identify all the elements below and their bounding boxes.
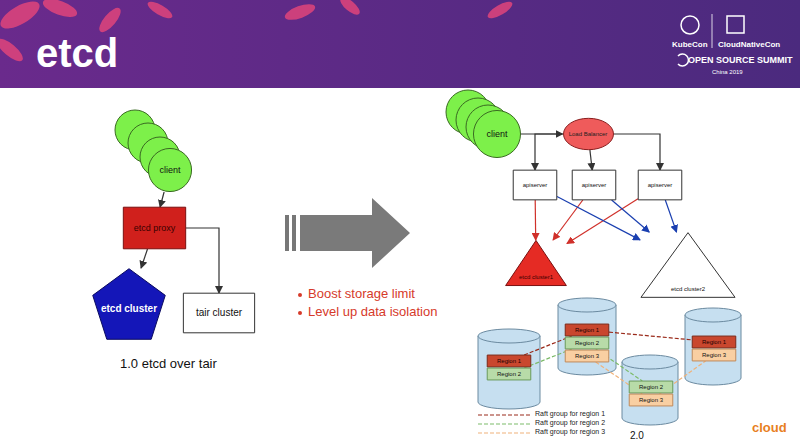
node-text: apiserver bbox=[648, 182, 673, 189]
node-text: Load Balancer bbox=[569, 131, 608, 138]
header-band bbox=[0, 0, 800, 88]
big-arrow bbox=[285, 198, 410, 268]
node-text: Region 1 bbox=[575, 327, 599, 334]
region-box: Region 2 bbox=[629, 381, 673, 393]
region-box: Region 1 bbox=[565, 324, 609, 336]
region-box: Region 3 bbox=[629, 394, 673, 406]
region-box: Region 3 bbox=[565, 350, 609, 362]
region-box: Region 2 bbox=[487, 368, 531, 380]
connector bbox=[612, 200, 650, 232]
apiserver-box: apiserver bbox=[638, 170, 682, 200]
legend-text: Raft group for region 3 bbox=[535, 428, 605, 436]
node-text: Region 3 bbox=[702, 352, 726, 359]
node-text: apiserver bbox=[582, 182, 607, 189]
connector bbox=[609, 332, 692, 340]
slide-title: etcd bbox=[36, 30, 118, 76]
node-text: client bbox=[486, 129, 507, 139]
legend-sample bbox=[478, 414, 530, 415]
connector bbox=[160, 192, 164, 207]
storage-cylinder bbox=[478, 298, 741, 425]
node-text: client bbox=[159, 165, 180, 175]
logo-text: China 2019 bbox=[712, 69, 743, 76]
node-text: etcd proxy bbox=[134, 223, 176, 233]
apiserver-box: apiserver bbox=[572, 170, 616, 200]
node-text: Region 1 bbox=[497, 358, 521, 365]
watermark: cloud bbox=[752, 421, 787, 436]
region-box: Region 2 bbox=[565, 337, 609, 349]
cluster-pentagon: etcd cluster bbox=[92, 268, 166, 340]
node-text: Region 1 bbox=[702, 339, 726, 346]
connector bbox=[567, 199, 638, 244]
node-text: etcd cluster1 bbox=[519, 274, 553, 281]
bullet-text: Boost storage limit bbox=[308, 287, 415, 302]
region-box: Region 3 bbox=[692, 349, 736, 361]
node-text: Region 2 bbox=[639, 384, 663, 391]
connector bbox=[141, 249, 147, 268]
proxy-box: etcd proxy bbox=[123, 207, 186, 249]
node-text: etcd cluster2 bbox=[671, 286, 705, 293]
connector bbox=[665, 200, 676, 232]
tair-box: tair cluster bbox=[183, 293, 255, 333]
load-balancer: Load Balancer bbox=[563, 118, 614, 150]
version-text: 2.0 bbox=[630, 430, 644, 442]
node-text: Region 2 bbox=[575, 340, 599, 347]
connector bbox=[535, 200, 537, 240]
node-text: Region 3 bbox=[639, 397, 663, 404]
legend-sample bbox=[478, 423, 530, 424]
node-text: Region 3 bbox=[575, 353, 599, 360]
client-circle: client bbox=[148, 148, 192, 192]
apiserver-box: apiserver bbox=[513, 170, 557, 200]
node-text: etcd cluster bbox=[101, 303, 157, 315]
legend-text: Raft group for region 1 bbox=[535, 410, 605, 418]
bullet bbox=[298, 293, 302, 297]
connector bbox=[535, 134, 563, 170]
legend-text: Raft group for region 2 bbox=[535, 419, 605, 427]
logo-text: CloudNativeCon bbox=[718, 40, 780, 49]
legend-sample bbox=[478, 432, 530, 433]
cluster-triangle: etcd cluster2 bbox=[640, 232, 736, 298]
node-text: tair cluster bbox=[196, 307, 242, 319]
logo-text: KubeCon bbox=[672, 40, 708, 49]
bullet bbox=[298, 311, 302, 315]
caption-text: 1.0 etcd over tair bbox=[120, 357, 217, 372]
connector bbox=[186, 228, 219, 293]
cluster-triangle: etcd cluster1 bbox=[505, 240, 567, 286]
region-box: Region 1 bbox=[692, 336, 736, 348]
connector bbox=[614, 134, 661, 170]
node-text: apiserver bbox=[523, 182, 548, 189]
logo-text: OPEN SOURCE SUMMIT bbox=[688, 55, 793, 65]
connector bbox=[590, 150, 592, 170]
node-text: Region 2 bbox=[497, 371, 521, 378]
bullet-text: Level up data isolation bbox=[308, 305, 437, 320]
connector bbox=[553, 200, 583, 240]
logo-divider bbox=[712, 14, 713, 48]
connector bbox=[557, 197, 640, 240]
client-circle: client bbox=[473, 110, 521, 158]
region-box: Region 1 bbox=[487, 355, 531, 367]
